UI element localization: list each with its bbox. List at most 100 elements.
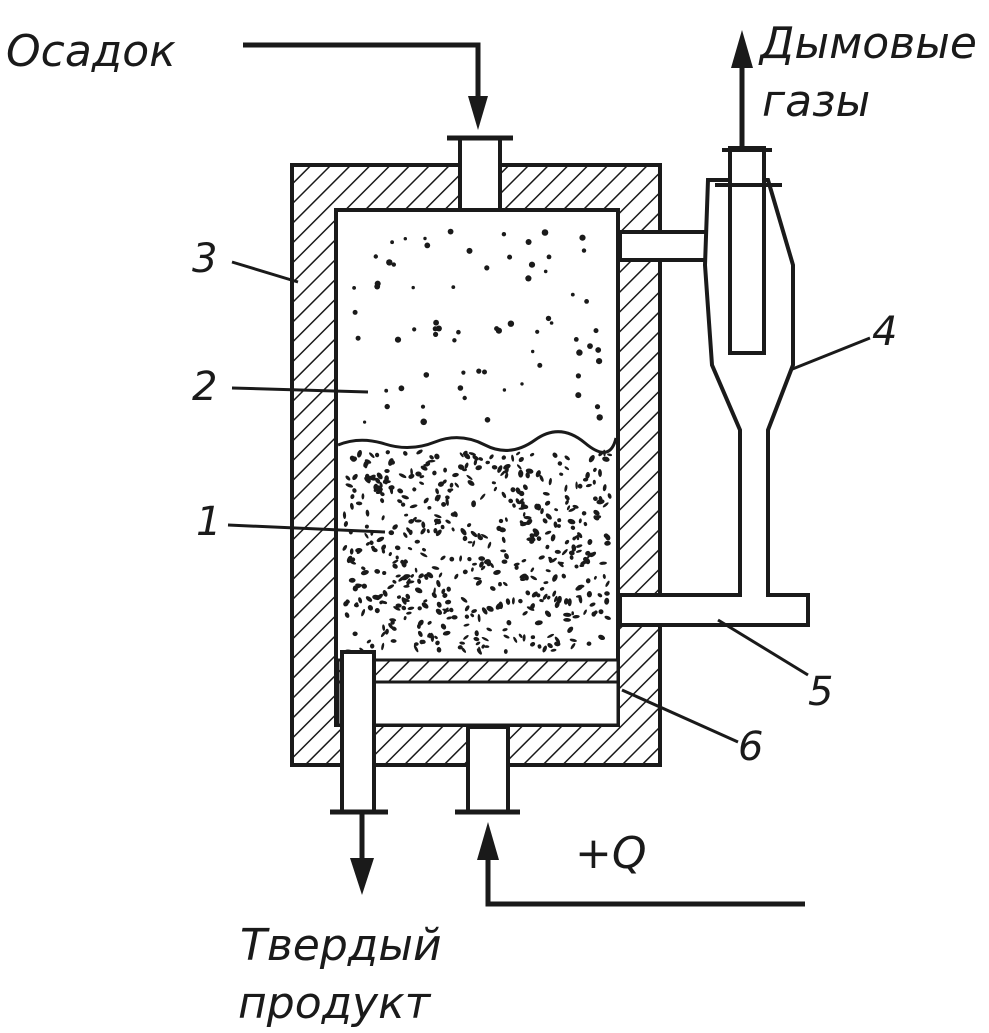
bed-particle [602,484,607,492]
bed-particle [472,540,476,547]
bed-particle [374,452,380,458]
bed-particle [503,634,510,639]
bed-particle [478,556,486,561]
bed-particle [466,523,472,528]
bed-particle [410,574,414,578]
bed-particle [361,609,366,617]
freeboard-particle [433,331,439,337]
bed-particle [471,609,477,614]
bed-particle [382,570,387,576]
bed-particle [599,561,607,565]
bed-particle [563,598,569,605]
bed-particle [452,472,459,478]
bed-particle [552,590,557,597]
bed-particle [414,519,422,523]
freeboard-particle [457,385,464,391]
bed-particle [587,539,593,545]
callout-6: 6 [738,724,763,770]
bed-particle [427,459,436,463]
bed-particle [392,524,398,530]
bed-particle [445,519,451,524]
bed-particle [544,610,552,618]
freeboard-particle [573,337,579,342]
freeboard-particle [596,414,603,421]
bed-particle [519,573,527,579]
bed-particle [421,521,426,529]
bed-particle [371,547,378,553]
bed-particle [513,562,520,567]
bed-particle [419,475,425,479]
bed-particle [577,532,583,539]
bed-particle [369,474,376,480]
bed-particle [462,450,468,456]
bed-particle [356,550,361,554]
bed-particle [598,634,606,641]
bed-particle [408,519,415,524]
bed-particle [561,549,568,556]
bed-particle [566,505,571,511]
bed-particle [422,547,426,552]
bed-particle [485,460,490,465]
bed-particle [369,452,375,459]
freeboard-particle [579,234,586,241]
bed-particle [462,535,468,542]
bed-particle [583,521,588,527]
bed-particle [367,605,374,611]
bed-particle [461,647,467,653]
bed-particle [355,501,363,506]
bed-particle [459,641,466,645]
callout-leaders [227,260,871,744]
bed-particle [486,627,492,632]
bed-particle [423,599,428,603]
bed-particle [489,586,496,591]
bed-particle [401,561,407,568]
bed-particle [501,455,507,460]
bed-particle [593,467,597,473]
bed-particle [585,578,591,584]
bed-particle [395,574,401,578]
bed-particle [564,494,570,501]
bed-particle [582,477,589,482]
bed-particle [376,536,385,543]
bed-particle [364,473,370,479]
bed-particle [471,567,474,572]
bed-particle [505,517,508,522]
bed-particle [417,578,422,584]
bed-particle [441,588,446,594]
bed-particle [542,492,550,496]
bed-particle [554,549,561,554]
bed-particle [597,593,603,598]
bed-particle [423,497,429,504]
bed-particle [500,549,507,553]
bed-particle [387,584,395,590]
bed-particle [470,613,475,618]
freeboard-particle [355,335,361,341]
bed-particle [514,565,519,570]
bed-particle [372,594,380,600]
bed-particle [349,548,354,555]
bed-particle [572,614,580,619]
bed-particle [434,453,440,460]
bed-particle [414,567,418,573]
distribution-grate [336,658,620,727]
bed-particle [603,533,609,539]
bed-particle [564,466,570,471]
bed-particle [478,457,484,461]
freeboard-particle [543,269,548,274]
leader-6 [621,688,739,744]
bed-particle [471,500,477,508]
freeboard-particle [461,370,466,375]
bed-particle [401,605,407,611]
bed-particle [530,567,535,573]
bed-particle [531,591,538,598]
bed-particle [446,586,451,592]
bed-particle [472,455,479,461]
bed-particle [365,509,370,517]
bed-particle [564,455,570,461]
bed-particle [400,502,406,507]
bed-particle [364,532,369,539]
bed-particle [417,606,422,611]
sludge-inlet-pipe [447,135,513,212]
bed-particle [349,561,357,565]
bed-particle [384,628,389,635]
